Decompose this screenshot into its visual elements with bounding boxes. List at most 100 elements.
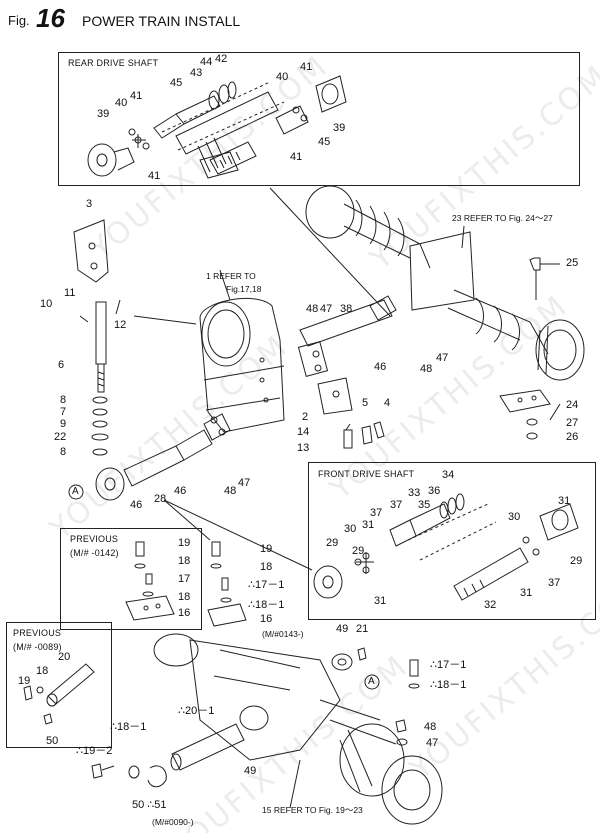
part-number: 26	[566, 431, 579, 443]
part-number: 36	[428, 485, 441, 497]
rear-spider-left	[128, 128, 150, 150]
leader-line	[219, 269, 231, 301]
part-number: 27	[566, 417, 579, 429]
part-number: 41	[148, 170, 161, 182]
marker-a-circle	[364, 674, 380, 690]
part-number: 9	[60, 418, 67, 430]
front-spline-shaft-32	[453, 547, 529, 601]
front-axle-housing	[153, 633, 443, 825]
fig-number: 16	[36, 3, 65, 33]
front-yoke-right	[522, 503, 579, 556]
ref-fig-17-18-line2: Fig.17,18	[226, 284, 262, 294]
rear-yoke-flange-left	[87, 143, 135, 177]
part-number: 43	[190, 67, 203, 79]
part-number: 25	[566, 257, 579, 269]
part-number: 29	[352, 545, 365, 557]
plate-24	[499, 389, 551, 413]
part-number: 35	[418, 499, 431, 511]
callout-18-1: ∴18－1	[430, 679, 467, 691]
part-number: 29	[326, 537, 339, 549]
transmission-body	[199, 298, 285, 433]
leader-line	[549, 403, 561, 421]
part-number: 8	[60, 446, 67, 458]
part-number: 41	[130, 90, 143, 102]
leader-line	[269, 187, 391, 317]
part-number: 45	[318, 136, 331, 148]
rear-slip-yoke	[153, 95, 221, 139]
previous-upper-serial: (M/# -0142)	[70, 548, 119, 558]
part-number: 10	[40, 298, 53, 310]
part-number: 5	[362, 397, 369, 409]
front-axis-line	[407, 503, 497, 561]
part-number: 20	[58, 651, 71, 663]
part-number: 41	[290, 151, 303, 163]
part-number: 22	[54, 431, 67, 443]
lower-right-bolts	[395, 659, 420, 746]
part-number: 4	[384, 397, 391, 409]
part-number: 40	[115, 97, 128, 109]
part-number: 31	[374, 595, 387, 607]
callout-17-1: ∴17－1	[248, 579, 285, 591]
part-number: 49	[244, 765, 257, 777]
part-number: 47	[436, 352, 449, 364]
clip-51	[147, 765, 167, 788]
part-number: 24	[566, 399, 579, 411]
part-number: 40	[276, 71, 289, 83]
prev-lower-parts	[23, 663, 95, 725]
rear-axis-line	[161, 81, 285, 151]
prev-upper-parts	[125, 541, 175, 621]
previous-lower-title: PREVIOUS	[13, 628, 62, 638]
washer-49-nipple-21	[331, 647, 367, 671]
part-number: 39	[333, 122, 346, 134]
part-number: 37	[370, 507, 383, 519]
part-number: 19	[18, 675, 31, 687]
part-number: 8	[60, 394, 67, 406]
part-number: 38	[340, 303, 353, 315]
previous-lower-serial: (M/# -0089)	[13, 642, 62, 652]
rear-drive-shaft-box	[58, 52, 580, 186]
callout-19-2: ∴19－2	[76, 745, 113, 757]
front-axle-bracket	[207, 541, 247, 627]
bracket-3	[73, 219, 109, 283]
bolts-13-14-4-5	[343, 421, 385, 449]
part-number: 31	[520, 587, 533, 599]
serial-0143: (M/#0143-)	[262, 629, 304, 639]
pin-20-1	[170, 723, 245, 771]
part-number: 18	[260, 561, 273, 573]
part-number: 30	[508, 511, 521, 523]
part-number: 48	[224, 485, 237, 497]
washers-7-9-22-8	[91, 396, 109, 456]
rear-axle-housing	[305, 185, 585, 381]
front-spider-left	[354, 552, 374, 574]
part-number: 45	[170, 77, 183, 89]
rod-6	[95, 301, 107, 393]
part-number: 41	[300, 61, 313, 73]
part-number: 18	[178, 591, 191, 603]
rear-flange-right	[315, 75, 347, 113]
rear-yoke-right	[275, 105, 309, 135]
callout-17-1: ∴17－1	[430, 659, 467, 671]
leader-line	[461, 225, 465, 249]
marker-a-circle	[68, 484, 84, 500]
part-number: 48	[424, 721, 437, 733]
part-number: 2	[302, 411, 309, 423]
part-number: 30	[344, 523, 357, 535]
previous-upper-title: PREVIOUS	[70, 534, 119, 544]
front-drive-shaft-box	[308, 462, 596, 620]
part-number: 37	[390, 499, 403, 511]
bolt-19-2	[91, 763, 140, 779]
part-number: 34	[442, 469, 455, 481]
leader-line	[289, 759, 301, 809]
part-number: 46	[374, 361, 387, 373]
marker-a: A	[72, 486, 79, 497]
part-number: 47	[238, 477, 251, 489]
ref-fig-19-23: 15 REFER TO Fig. 19～23	[262, 805, 363, 815]
part-number: 47	[426, 737, 439, 749]
callout-20-1: ∴20－1	[178, 705, 215, 717]
part-number: 6	[58, 359, 65, 371]
part-number: 7	[60, 406, 67, 418]
previous-upper-box	[60, 528, 202, 630]
part-number: 31	[558, 495, 571, 507]
